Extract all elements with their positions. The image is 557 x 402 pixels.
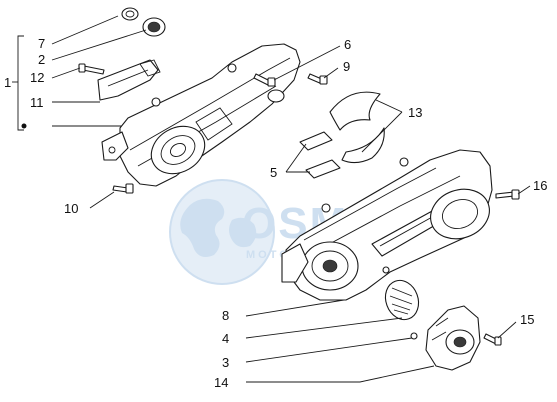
screw-6: [253, 73, 276, 87]
label-plates-5: [299, 131, 341, 179]
callout-8: 8: [222, 308, 229, 323]
gasket-13: [329, 91, 385, 164]
callout-2: 2: [38, 52, 45, 67]
filter-4: [384, 279, 420, 321]
screw-15: [483, 333, 502, 346]
callout-11: 11: [30, 95, 44, 110]
screw-12: [78, 63, 105, 75]
callout-13: 13: [408, 105, 422, 120]
screw-16: [495, 189, 520, 200]
callout-16: 16: [533, 178, 547, 193]
unnumbered-bullet: [21, 123, 27, 129]
washer-3: [410, 332, 418, 340]
leader-lines: [12, 15, 531, 383]
callout-1: 1: [4, 75, 11, 90]
screw-9: [307, 73, 328, 85]
callout-5: 5: [270, 165, 277, 180]
screw-10: [112, 183, 134, 194]
callout-7: 7: [38, 36, 45, 51]
callout-3: 3: [222, 355, 229, 370]
callout-15: 15: [520, 312, 534, 327]
callout-10: 10: [64, 201, 78, 216]
callout-4: 4: [222, 331, 229, 346]
watermark-continents: [180, 198, 257, 257]
upper-transmission-cover: [101, 43, 301, 187]
bracket-part: [97, 59, 161, 101]
lower-outer-cover: [281, 149, 493, 301]
bearing-assembly: [121, 7, 166, 37]
callout-14: 14: [214, 375, 228, 390]
intake-cover-14: [425, 305, 481, 371]
callout-12: 12: [30, 70, 44, 85]
callout-labels: 1 7 2 12 11 10 6 9 13 5 16 8 4 3 14 15: [4, 36, 547, 390]
callout-9: 9: [343, 59, 350, 74]
callout-6: 6: [344, 37, 351, 52]
